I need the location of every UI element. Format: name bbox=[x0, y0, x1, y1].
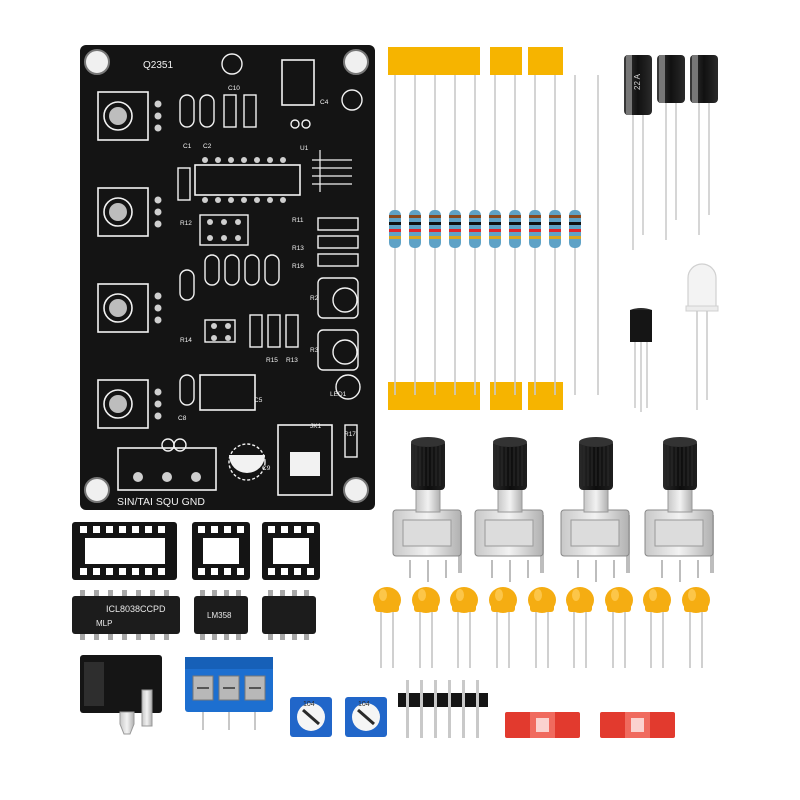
tape-strip-bottom bbox=[388, 382, 563, 410]
pcb-model-label: Q2351 bbox=[143, 60, 173, 71]
jumper-caps bbox=[505, 712, 675, 738]
led bbox=[685, 263, 719, 410]
svg-text:C1: C1 bbox=[183, 143, 192, 150]
svg-text:R17: R17 bbox=[344, 431, 356, 438]
trimmer-label: 104 bbox=[303, 701, 315, 708]
svg-text:C10: C10 bbox=[228, 85, 240, 92]
header-pin bbox=[406, 680, 409, 738]
mounting-hole bbox=[84, 49, 110, 75]
svg-text:R12: R12 bbox=[180, 220, 192, 227]
ceramic-capacitors bbox=[373, 587, 710, 668]
ic-socket-16pin bbox=[72, 522, 177, 580]
ceramic-capacitor bbox=[643, 587, 671, 668]
tape-strip-top bbox=[388, 47, 563, 75]
potentiometer bbox=[474, 437, 544, 582]
resistor bbox=[549, 75, 561, 395]
ceramic-capacitor bbox=[528, 587, 556, 668]
mounting-hole bbox=[343, 49, 369, 75]
svg-text:LED1: LED1 bbox=[330, 391, 347, 398]
ceramic-capacitor bbox=[373, 587, 401, 668]
potentiometers bbox=[392, 437, 714, 582]
dc-jack bbox=[80, 655, 162, 735]
resistor bbox=[529, 75, 541, 395]
svg-text:R13: R13 bbox=[292, 245, 304, 252]
potentiometer bbox=[560, 437, 630, 582]
svg-text:JK1: JK1 bbox=[310, 423, 322, 430]
trimmer-pot: 104 bbox=[290, 697, 332, 737]
electrolytic-capacitor bbox=[657, 55, 685, 240]
potentiometer bbox=[392, 437, 462, 582]
electrolytic-capacitor bbox=[690, 55, 718, 235]
trimmer-pot: 104 bbox=[345, 697, 387, 737]
ic-chips: ICL8038CCPD MLP LM358 bbox=[72, 590, 316, 640]
ic-chip-small bbox=[262, 590, 316, 640]
svg-text:R16: R16 bbox=[292, 263, 304, 270]
svg-text:C9: C9 bbox=[262, 465, 271, 472]
electrolytic-capacitor-label: 22 A bbox=[633, 73, 642, 90]
header-pin bbox=[462, 680, 465, 738]
resistor bbox=[449, 75, 461, 395]
pcb-board: Q2351 bbox=[80, 45, 375, 510]
header-pin bbox=[448, 680, 451, 738]
transistor bbox=[630, 308, 652, 412]
resistor bbox=[429, 75, 441, 395]
resistor bbox=[389, 75, 401, 395]
ceramic-capacitor bbox=[682, 587, 710, 668]
svg-text:C2: C2 bbox=[203, 143, 212, 150]
ic-socket-8pin bbox=[192, 522, 250, 580]
ceramic-capacitor bbox=[412, 587, 440, 668]
resistor bbox=[469, 75, 481, 395]
ic-sockets bbox=[72, 522, 320, 580]
ceramic-capacitor bbox=[605, 587, 633, 668]
pcb-pot-footprints bbox=[97, 91, 149, 429]
svg-text:R11: R11 bbox=[292, 217, 304, 224]
jumper-cap bbox=[505, 712, 580, 738]
resistor bbox=[409, 75, 421, 395]
pcb-header-labels: SIN/TAI SQU GND bbox=[117, 496, 205, 508]
svg-text:R2: R2 bbox=[310, 295, 319, 302]
terminal-block bbox=[185, 657, 273, 730]
ic-main-label: ICL8038CCPD bbox=[106, 604, 166, 614]
header-pin bbox=[434, 680, 437, 738]
ceramic-capacitor bbox=[566, 587, 594, 668]
resistor bbox=[569, 75, 581, 395]
ic-small-label: LM358 bbox=[207, 611, 232, 620]
pin-header bbox=[398, 680, 488, 738]
ceramic-capacitor bbox=[450, 587, 478, 668]
ic-chip-small: LM358 bbox=[194, 590, 248, 640]
trimmer-pots: 104 104 bbox=[290, 697, 387, 737]
ic-main-label-2: MLP bbox=[96, 619, 112, 628]
jumper-cap bbox=[600, 712, 675, 738]
svg-text:R3: R3 bbox=[310, 347, 319, 354]
svg-text:U1: U1 bbox=[300, 145, 309, 152]
ic-chip-main: ICL8038CCPD MLP bbox=[72, 590, 180, 640]
svg-text:C4: C4 bbox=[320, 99, 329, 106]
mounting-hole bbox=[343, 477, 369, 503]
svg-text:R13: R13 bbox=[286, 357, 298, 364]
svg-text:C8: C8 bbox=[178, 415, 187, 422]
ceramic-capacitor bbox=[489, 587, 517, 668]
resistors-on-tape bbox=[388, 47, 599, 410]
trimmer-label: 104 bbox=[358, 701, 370, 708]
mounting-hole bbox=[84, 477, 110, 503]
electrolytic-capacitors: 22 A bbox=[624, 55, 718, 250]
pcb-output-header: SIN/TAI SQU GND bbox=[117, 447, 217, 508]
svg-text:R15: R15 bbox=[266, 357, 278, 364]
electrolytic-capacitor: 22 A bbox=[624, 55, 652, 250]
resistor bbox=[489, 75, 501, 395]
header-pin bbox=[420, 680, 423, 738]
pcb-ic-footprint bbox=[194, 157, 301, 203]
ic-socket-8pin bbox=[262, 522, 320, 580]
potentiometer bbox=[644, 437, 714, 582]
resistor bbox=[509, 75, 521, 395]
svg-text:C5: C5 bbox=[254, 397, 263, 404]
svg-text:R14: R14 bbox=[180, 337, 192, 344]
header-pin bbox=[476, 680, 479, 738]
